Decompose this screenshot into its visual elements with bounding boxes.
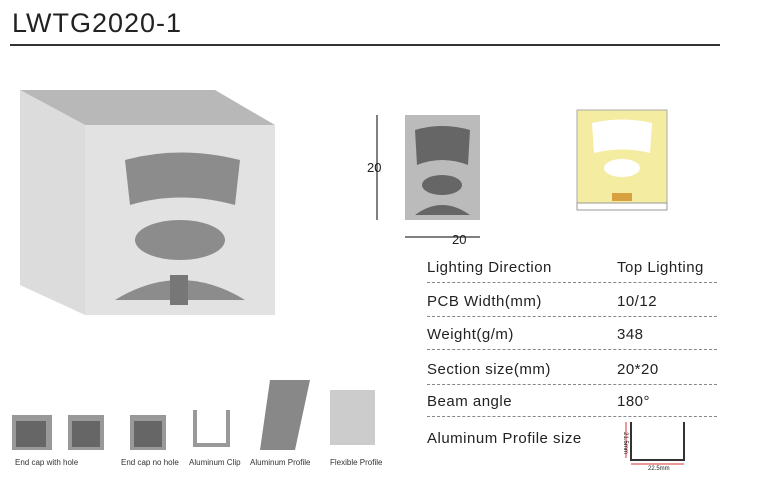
profile-width: 22.5mm — [648, 466, 670, 472]
product-3d-image — [20, 90, 275, 315]
spec-value: 180° — [617, 393, 651, 410]
spec-label: PCB Width(mm) — [427, 293, 542, 310]
accessory-caption: Aluminum Clip — [189, 458, 241, 467]
spec-label: Beam angle — [427, 393, 513, 410]
accessory-caption: End cap no hole — [121, 458, 179, 467]
spec-row: Weight(g/m) 348 — [427, 317, 717, 350]
spec-row: Section size(mm) 20*20 — [427, 352, 717, 385]
width-dimension: 20 — [452, 232, 467, 247]
cross-section-diagram — [376, 115, 480, 238]
profile-height: 21.5mm — [621, 432, 628, 454]
title-divider — [10, 44, 720, 46]
spec-row: Lighting Direction Top Lighting — [427, 250, 717, 283]
profile-size-diagram — [625, 422, 685, 465]
page-title: LWTG2020-1 — [12, 8, 183, 38]
profile-size-label: Aluminum Profile size — [427, 430, 582, 447]
accessory-caption: Aluminum Profile — [250, 458, 311, 467]
accessory-caption: Flexible Profile — [330, 458, 383, 467]
spec-value: 20*20 — [617, 361, 659, 378]
spec-value: Top Lighting — [617, 259, 704, 276]
spec-value: 10/12 — [617, 293, 658, 310]
accessory-caption: End cap with hole — [15, 458, 79, 467]
spec-value: 348 — [617, 326, 644, 343]
spec-label: Lighting Direction — [427, 259, 552, 276]
spec-row: PCB Width(mm) 10/12 — [427, 284, 717, 317]
height-dimension: 20 — [367, 160, 382, 175]
lighting-diagram — [576, 109, 668, 211]
spec-row: Beam angle 180° — [427, 384, 717, 417]
accessory-images — [12, 380, 375, 450]
spec-label: Weight(g/m) — [427, 326, 514, 343]
spec-label: Section size(mm) — [427, 361, 551, 378]
